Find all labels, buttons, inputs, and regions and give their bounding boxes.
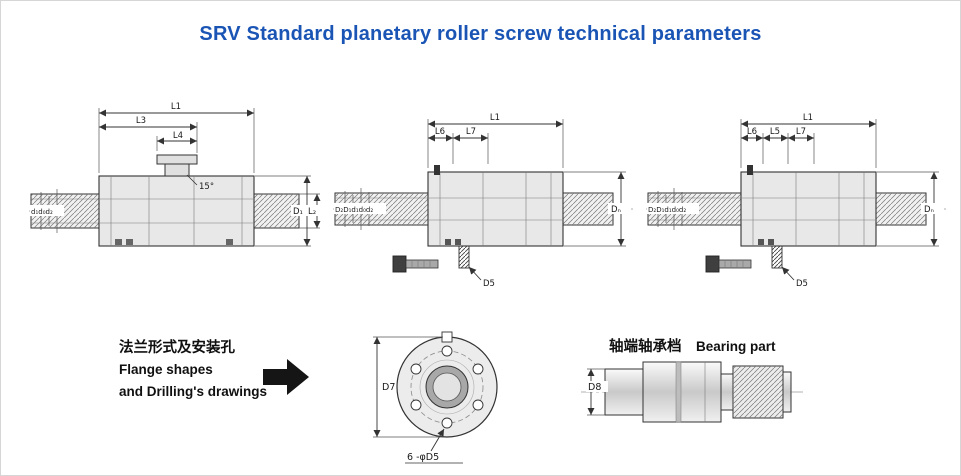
dim-l7-label: L7 bbox=[466, 127, 476, 137]
nut-diameter-label: D₁ bbox=[293, 207, 303, 217]
drawing-roller-screw-flange-type: 15° L1 L3 L4 d₁d₀d₂ D₁ L₂ bbox=[29, 102, 321, 247]
grease-fitting-bolt bbox=[705, 255, 752, 273]
chamfer-angle-label: 15° bbox=[199, 182, 214, 192]
dimension-lines: D8 bbox=[586, 368, 608, 416]
dim-l1-label: L1 bbox=[803, 113, 813, 123]
bearing-caption-zh: 轴端轴承档 bbox=[609, 339, 682, 355]
dimension-lines: L1 L6 L5 L7 D₂D₁d₁d₀d₂ Dₙ D5 bbox=[647, 113, 944, 289]
bolt-holes-label: 6 -φD5 bbox=[407, 452, 439, 463]
retaining-ring bbox=[747, 165, 753, 175]
drawing-flange-face: D7 6 -φD5 bbox=[373, 331, 498, 464]
flange-caption-en-line2: and Drilling's drawings bbox=[119, 384, 267, 399]
dim-l1-label: L1 bbox=[171, 102, 181, 112]
drawing-roller-screw-keyed-type: L1 L6 L5 L7 D₂D₁d₁d₀d₂ Dₙ D5 bbox=[646, 113, 946, 289]
shaft-profile bbox=[604, 361, 792, 423]
flange-caption: 法兰形式及安装孔 Flange shapes and Drilling's dr… bbox=[119, 337, 267, 403]
dimension-lines: D7 6 -φD5 bbox=[373, 336, 463, 464]
nut-diameter-label: Dₙ bbox=[611, 205, 621, 215]
nut-body bbox=[427, 171, 564, 247]
pin-diameter-label: D5 bbox=[796, 279, 808, 289]
bearing-caption-en: Bearing part bbox=[695, 339, 776, 354]
grease-fitting-bolt bbox=[392, 255, 439, 273]
dim-l3-label: L3 bbox=[136, 116, 146, 126]
bore-diameters-label: D₂D₁d₁d₀d₂ bbox=[335, 206, 373, 214]
dimension-lines: L1 L6 L7 D₂D₁d₁d₀d₂ Dₙ D5 bbox=[334, 113, 631, 289]
nut-body bbox=[740, 171, 877, 247]
pin-diameter-label: D5 bbox=[483, 279, 495, 289]
drawing-roller-screw-circlip-type: L1 L6 L7 D₂D₁d₁d₀d₂ Dₙ D5 bbox=[333, 113, 633, 289]
flange-outer-diameter-label: D7 bbox=[382, 382, 395, 393]
shaft-end-length-label: L₂ bbox=[308, 207, 316, 217]
retaining-ring bbox=[434, 165, 440, 175]
lube-pin bbox=[771, 245, 783, 269]
drawing-bearing-journal-shaft: D8 bbox=[581, 361, 805, 423]
bore-diameters-label: D₂D₁d₁d₀d₂ bbox=[648, 206, 686, 214]
dim-l6-label: L6 bbox=[435, 127, 445, 137]
bearing-caption: 轴端轴承档 Bearing part bbox=[609, 335, 775, 356]
lube-pin bbox=[458, 245, 470, 269]
dim-l7-label: L7 bbox=[796, 127, 806, 137]
flange-caption-en-line1: Flange shapes bbox=[119, 362, 213, 377]
screw-diameters-label: d₁d₀d₂ bbox=[31, 208, 53, 216]
flange-face bbox=[396, 331, 498, 438]
flange-caption-zh: 法兰形式及安装孔 bbox=[119, 340, 235, 356]
dim-l6-label: L6 bbox=[747, 127, 757, 137]
dimension-lines: 15° L1 L3 L4 d₁d₀d₂ D₁ L₂ bbox=[30, 102, 321, 247]
page-title: SRV Standard planetary roller screw tech… bbox=[199, 23, 762, 45]
keyway-notch bbox=[441, 331, 453, 343]
nut-body bbox=[98, 175, 255, 247]
dim-l1-label: L1 bbox=[490, 113, 500, 123]
dim-l4-label: L4 bbox=[173, 131, 183, 141]
nut-diameter-label: Dₙ bbox=[924, 205, 934, 215]
right-arrow-icon bbox=[263, 359, 309, 395]
flange-tab bbox=[156, 154, 198, 177]
bolt-holes bbox=[410, 345, 484, 429]
dim-l5-label: L5 bbox=[770, 127, 780, 137]
bearing-diameter-label: D8 bbox=[588, 382, 601, 393]
